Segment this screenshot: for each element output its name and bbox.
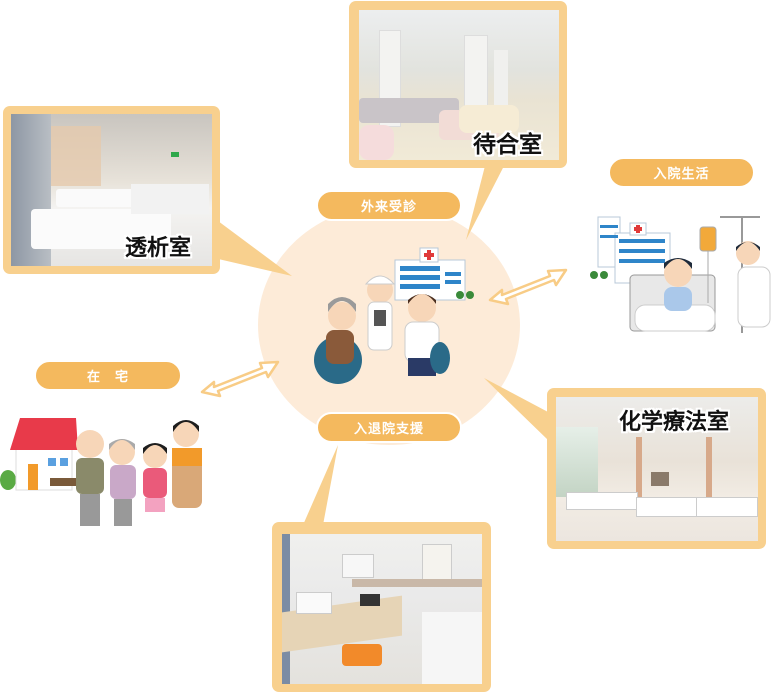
dialysis-room-photo — [11, 114, 212, 266]
home-pill[interactable]: 在 宅 — [34, 360, 182, 391]
waiting-room-label: 待合室 — [473, 132, 542, 158]
dialysis-room-label: 透析室 — [125, 236, 192, 261]
discharge-support-office-photo — [282, 534, 482, 684]
inpatient-life-pill[interactable]: 入院生活 — [608, 157, 755, 188]
chemotherapy-room-photo — [556, 397, 758, 541]
outpatient-pill[interactable]: 外来受診 — [316, 190, 462, 221]
outpatient-illustration — [300, 240, 480, 400]
home-double-arrow-icon — [200, 360, 280, 398]
inpatient-illustration — [590, 205, 775, 335]
discharge-support-pill[interactable]: 入退院支援 — [316, 412, 462, 443]
chemotherapy-room-frame[interactable]: 化学療法室 — [547, 388, 766, 549]
inpatient-double-arrow-icon — [488, 268, 568, 306]
discharge-support-office-frame[interactable] — [272, 522, 491, 692]
dialysis-room-frame[interactable]: 透析室 — [3, 106, 220, 274]
waiting-room-frame[interactable]: 待合室 — [349, 1, 567, 168]
waiting-room-photo — [359, 10, 559, 160]
chemotherapy-room-label: 化学療法室 — [619, 410, 730, 435]
home-illustration — [0, 412, 220, 532]
